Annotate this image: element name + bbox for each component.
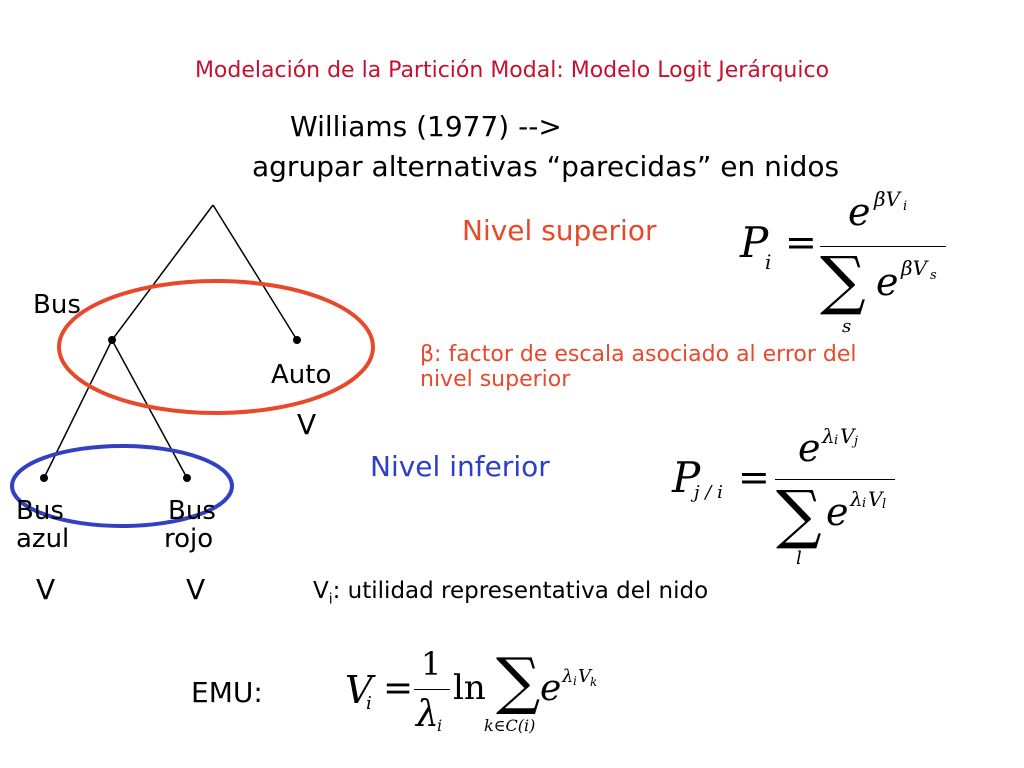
formula-emu-frac-den-sub: i (437, 716, 443, 735)
tree-label-bus-azul-v: V (36, 573, 56, 606)
tree-node-bus-azul (40, 474, 48, 482)
formula-upper-fraction-bar (820, 246, 946, 247)
formula-lower-lhs: P (672, 453, 701, 502)
formula-emu-exp: λ (562, 666, 574, 687)
formula-emu-frac-den: λ (416, 694, 439, 735)
formula-emu-lhs-sub: i (366, 693, 372, 714)
formula-emu-lhs: V (345, 668, 373, 712)
vi-note: Vi: utilidad representativa del nido (313, 578, 708, 608)
formula-lower-num-e: e (798, 426, 821, 470)
formula-lower-num-exp: λ (822, 424, 835, 448)
tree-label-bus: Bus (33, 290, 81, 320)
upper-nest-ellipse (57, 279, 375, 415)
tree-label-bus-rojo-2: rojo (164, 524, 214, 554)
formula-upper-den-exp: βV (901, 256, 928, 280)
slide-title: Modelación de la Partición Modal: Modelo… (194, 58, 830, 83)
formula-emu-ln: ln (453, 668, 486, 708)
tree-edge-root-bus (111, 204, 214, 341)
beta-symbol: β (420, 342, 435, 367)
formula-lower-sum: ∑ (776, 478, 822, 552)
tree-label-bus-azul-1: Bus (16, 496, 64, 526)
tree-label-bus-rojo-v: V (186, 573, 206, 606)
emu-label: EMU: (191, 676, 263, 709)
formula-emu-e: e (540, 668, 562, 709)
formula-lower-num-exp-sub: j (854, 434, 859, 449)
formula-upper-lhs: P (740, 218, 769, 267)
nivel-inferior-label: Nivel inferior (370, 450, 550, 483)
formula-emu-exp-i: i (573, 674, 577, 688)
formula-lower-den-e: e (826, 490, 849, 534)
tree-label-auto: Auto (271, 360, 332, 390)
formula-emu-frac-num: 1 (421, 645, 442, 683)
formula-upper-sum: ∑ (820, 244, 866, 318)
formula-lower-den-exp-v: V (868, 487, 883, 511)
formula-upper-sum-index: s (842, 316, 852, 337)
formula-emu-exp-sub: k (590, 675, 598, 689)
formula-emu-sum: ∑ (496, 644, 541, 717)
beta-note-line1: : factor de escala asociado al error del (434, 342, 857, 367)
formula-lower-den-exp: λ (850, 487, 863, 511)
formula-lower-den-exp-sub: l (882, 497, 887, 512)
vi-note-sub: i (328, 591, 333, 608)
subtitle-line-2: agrupar alternativas “parecidas” en nido… (252, 150, 840, 183)
formula-upper-den-exp-sub: s (930, 268, 937, 283)
tree-edge-root-auto (212, 204, 298, 341)
tree-label-bus-rojo-1: Bus (168, 496, 216, 526)
tree-label-auto-v: V (297, 408, 317, 441)
nivel-superior-label: Nivel superior (462, 214, 657, 247)
formula-emu-fraction-bar (414, 689, 450, 690)
beta-note-line2: nivel superior (420, 367, 571, 392)
vi-note-text: : utilidad representativa del nido (332, 578, 709, 604)
formula-upper-num-e: e (848, 190, 871, 234)
tree-node-bus (108, 336, 116, 344)
vi-note-v: V (313, 578, 329, 604)
tree-edge-bus-azul (43, 339, 113, 479)
tree-label-bus-azul-2: azul (16, 524, 70, 554)
formula-lower-den-exp-i: i (862, 496, 867, 511)
formula-lower-num-exp-i: i (834, 433, 839, 448)
beta-note: β: factor de escala asociado al error de… (420, 342, 857, 392)
formula-emu-exp-v: V (578, 666, 591, 687)
formula-lower-lhs-sub: j / i (694, 482, 723, 503)
formula-lower-sum-index: l (796, 548, 802, 569)
formula-upper-den-e: e (876, 260, 899, 304)
formula-lower-num-exp-v: V (840, 424, 855, 448)
lower-nest-ellipse (10, 444, 234, 528)
formula-upper-lhs-sub: i (765, 250, 772, 274)
formula-emu-eq: = (383, 668, 414, 709)
tree-node-auto (293, 336, 301, 344)
subtitle-line-1: Williams (1977) --> (290, 110, 562, 143)
formula-upper-num-exp-sub: i (903, 199, 908, 214)
formula-upper-num-exp: βV (874, 187, 901, 211)
formula-lower-eq: = (738, 455, 770, 499)
tree-node-bus-rojo (183, 474, 191, 482)
formula-lower-fraction-bar (775, 479, 895, 480)
formula-upper-eq: = (785, 220, 817, 264)
formula-emu-sum-index: k∈C(i) (484, 716, 536, 735)
